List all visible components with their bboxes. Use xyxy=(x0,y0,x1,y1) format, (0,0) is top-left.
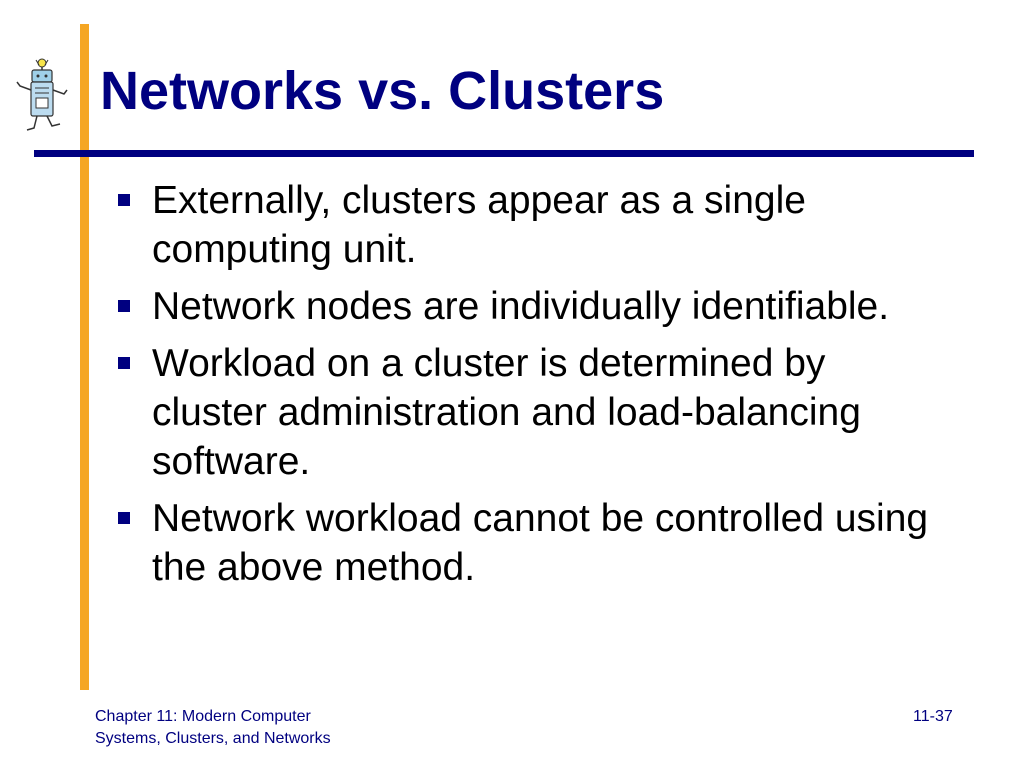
bullet-item: Externally, clusters appear as a single … xyxy=(118,176,948,274)
slide-title: Networks vs. Clusters xyxy=(100,61,665,121)
square-bullet-icon xyxy=(118,194,130,206)
bullet-text: Externally, clusters appear as a single … xyxy=(152,179,806,271)
bullet-item: Network workload cannot be controlled us… xyxy=(118,494,948,592)
bullet-list: Externally, clusters appear as a single … xyxy=(118,176,948,600)
bullet-item: Workload on a cluster is determined by c… xyxy=(118,339,948,486)
accent-vertical-bar xyxy=(80,24,89,690)
title-underline-rule xyxy=(34,150,974,157)
bullet-text: Network nodes are individually identifia… xyxy=(152,285,890,328)
bullet-text: Workload on a cluster is determined by c… xyxy=(152,342,861,483)
footer-chapter-line-2: Systems, Clusters, and Networks xyxy=(95,730,331,747)
footer-chapter-title: Chapter 11: Modern Computer Systems, Clu… xyxy=(95,706,331,750)
footer-chapter-line-1: Chapter 11: Modern Computer xyxy=(95,708,311,725)
bullet-item: Network nodes are individually identifia… xyxy=(118,282,948,331)
page-number: 11-37 xyxy=(913,708,953,725)
bullet-text: Network workload cannot be controlled us… xyxy=(152,497,929,589)
square-bullet-icon xyxy=(118,512,130,524)
computer-mascot-icon xyxy=(16,58,68,131)
square-bullet-icon xyxy=(118,357,130,369)
square-bullet-icon xyxy=(118,300,130,312)
